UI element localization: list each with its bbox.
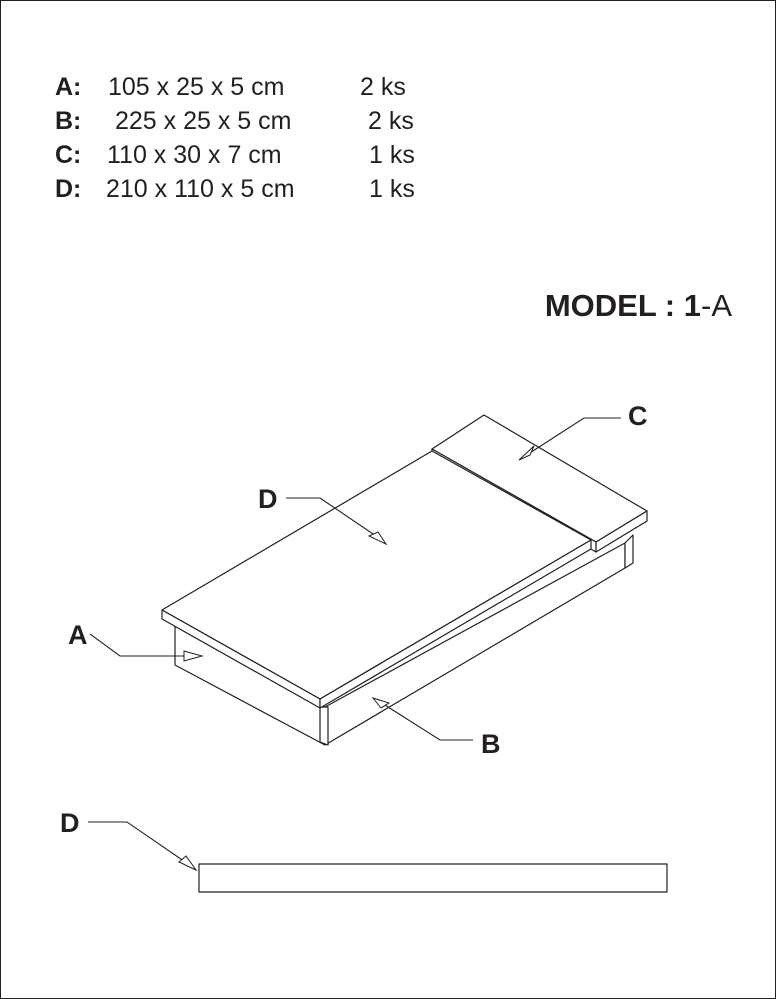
label-b: B [481, 729, 501, 759]
leader-a [89, 633, 196, 657]
leader-d [286, 497, 383, 541]
part-quantity: 1 ks [369, 141, 415, 169]
model-title: MODEL : 1-A [545, 288, 732, 324]
model-prefix: MODEL : [544, 288, 684, 323]
arrowhead-b [371, 697, 391, 709]
part-letter: C: [55, 141, 82, 169]
arrowhead-c [518, 445, 535, 461]
arrowhead-a [183, 650, 204, 662]
arrowhead-d [367, 531, 388, 546]
rail-a-edge [319, 706, 329, 746]
panel-d-section [198, 863, 668, 893]
leader-c [521, 417, 621, 459]
panel-d-side [319, 539, 592, 709]
part-letter: D: [55, 175, 82, 203]
part-letter: A: [55, 73, 82, 101]
part-letter: B: [55, 107, 82, 135]
part-dimensions: 110 x 30 x 7 cm [107, 141, 282, 169]
model-suffix: -A [701, 288, 732, 323]
part-quantity: 1 ks [369, 175, 415, 203]
part-quantity: 2 ks [368, 107, 414, 135]
label-a: A [68, 620, 88, 650]
label-c: C [628, 401, 648, 431]
part-dimensions: 210 x 110 x 5 cm [106, 175, 295, 203]
part-quantity: 2 ks [360, 73, 406, 101]
rail-b-end [624, 534, 634, 569]
label-d-section: D [60, 808, 80, 838]
part-dimensions: 105 x 25 x 5 cm [108, 73, 285, 101]
leader-d-section [88, 821, 192, 867]
headboard-c-side [595, 510, 648, 553]
label-d: D [258, 484, 278, 514]
arrowhead-d-section [178, 855, 198, 872]
model-number: 1 [683, 288, 701, 323]
part-dimensions: 225 x 25 x 5 cm [115, 107, 292, 135]
leader-b [376, 699, 473, 741]
